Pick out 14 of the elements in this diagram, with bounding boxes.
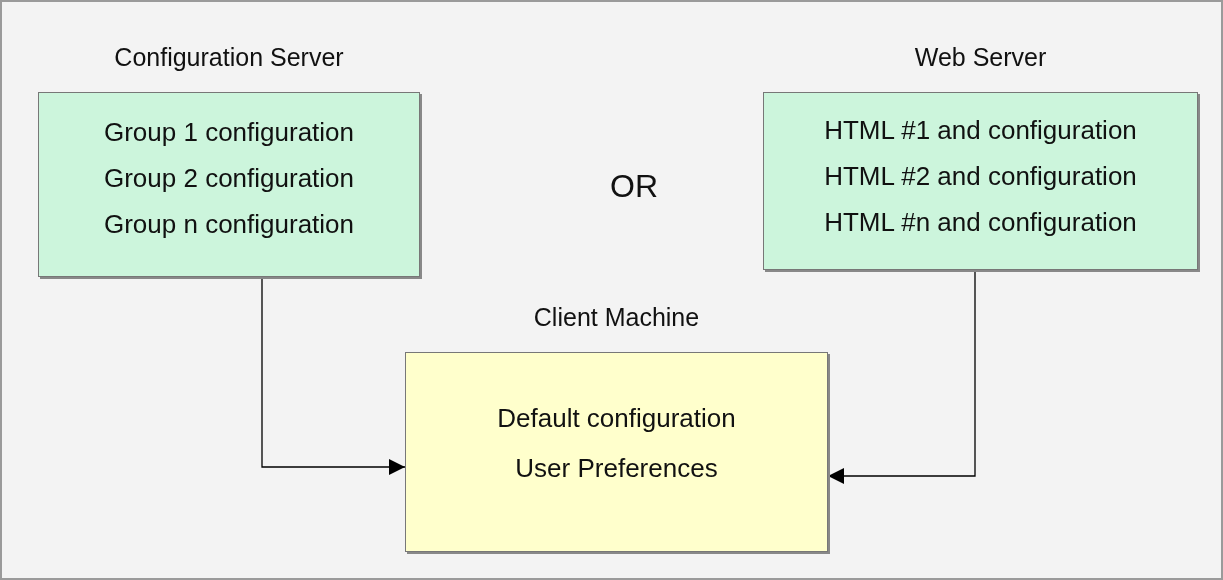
box-heading: Web Server: [913, 43, 1048, 72]
box-heading: Configuration Server: [113, 43, 345, 72]
box-text: Default configuration: [496, 403, 737, 434]
box-heading: Client Machine: [532, 303, 701, 332]
box-text: HTML #n and configuration: [823, 207, 1138, 238]
connector-arrow: [827, 269, 976, 484]
connector-arrow: [261, 276, 406, 475]
box-text: HTML #2 and configuration: [823, 161, 1138, 192]
box-text: Group 1 configuration: [102, 117, 355, 148]
box-text: HTML #1 and configuration: [823, 115, 1138, 146]
divider-label: OR: [610, 168, 658, 205]
box-text: Group n configuration: [102, 209, 355, 240]
box-text: User Preferences: [514, 453, 719, 484]
box-text: Group 2 configuration: [102, 163, 355, 194]
